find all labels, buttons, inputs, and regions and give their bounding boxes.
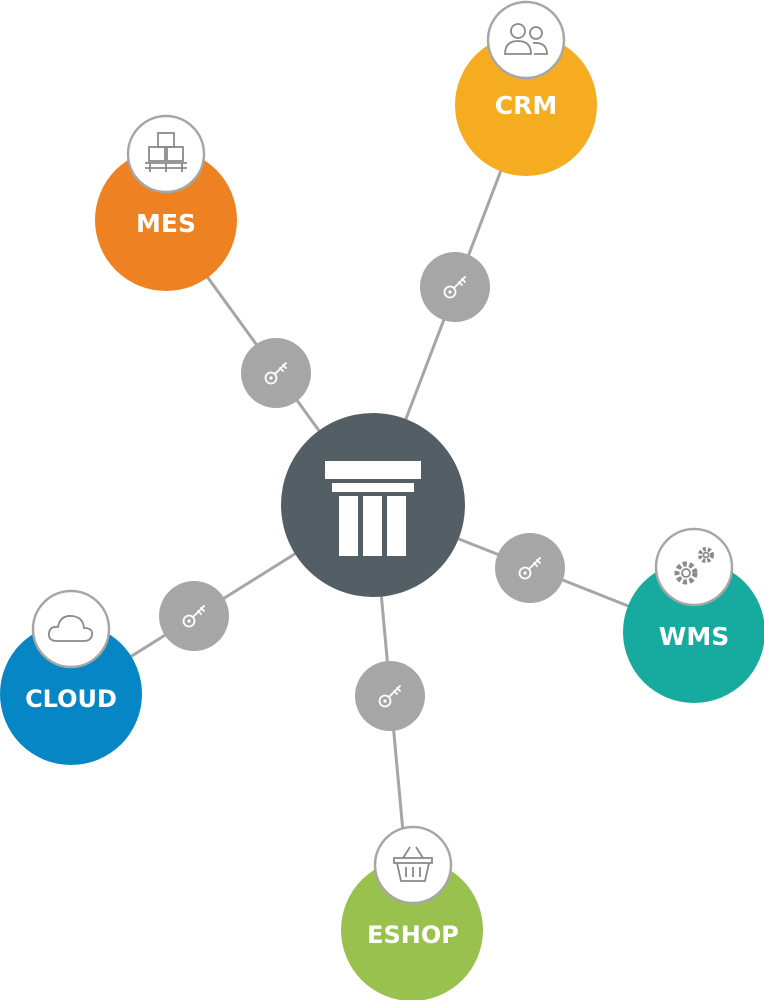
node-eshop-badge [373, 825, 453, 905]
node-mes-label: MES [136, 209, 196, 238]
key-connector-crm[interactable] [420, 252, 490, 322]
node-crm-label: CRM [495, 91, 557, 120]
node-crm-badge [486, 0, 566, 80]
node-cloud[interactable]: CLOUD [0, 589, 142, 765]
node-cloud-badge [31, 589, 111, 669]
node-crm[interactable]: CRM [455, 0, 597, 176]
key-connectors [159, 252, 565, 731]
node-mes-badge [126, 114, 206, 194]
cloud-icon [48, 615, 93, 642]
node-eshop-label: ESHOP [367, 921, 459, 949]
node-eshop[interactable]: ESHOP [341, 825, 483, 1000]
key-connector-mes[interactable] [241, 338, 311, 408]
hub-node[interactable] [281, 413, 465, 597]
boxes-icon [145, 132, 187, 172]
node-cloud-label: CLOUD [25, 685, 117, 713]
pillar-icon [325, 461, 421, 556]
node-wms-badge [654, 527, 734, 607]
basket-icon [393, 846, 433, 882]
key-connector-wms[interactable] [495, 533, 565, 603]
key-connector-eshop[interactable] [355, 661, 425, 731]
key-connector-cloud[interactable] [159, 581, 229, 651]
node-wms[interactable]: WMS [623, 527, 764, 703]
node-wms-label: WMS [659, 622, 729, 651]
people-icon [504, 23, 548, 55]
node-mes[interactable]: MES [95, 114, 237, 291]
gears-icon [674, 547, 714, 585]
